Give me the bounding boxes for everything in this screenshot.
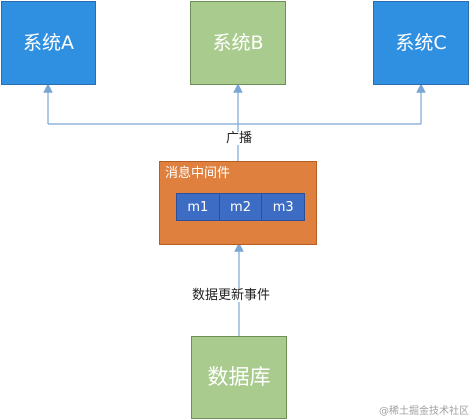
database-label: 数据库 xyxy=(207,365,271,389)
queue-message-m3: m3 xyxy=(272,199,294,215)
queue-message-m2: m2 xyxy=(220,194,263,220)
database-node: 数据库 xyxy=(191,336,287,419)
system-b-label: 系统B xyxy=(212,31,264,54)
system-c-node: 系统C xyxy=(373,1,469,85)
watermark-text: @稀土掘金技术社区 xyxy=(379,406,469,417)
message-queue: m1 m2 m3 xyxy=(176,193,305,221)
system-b-node: 系统B xyxy=(190,1,286,85)
system-a-node: 系统A xyxy=(1,1,96,85)
broadcast-label: 广播 xyxy=(224,131,255,146)
middleware-title: 消息中间件 xyxy=(165,166,231,181)
message-middleware-node: 消息中间件 m1 m2 m3 xyxy=(159,161,317,245)
data-update-event-label: 数据更新事件 xyxy=(190,288,273,303)
system-a-label: 系统A xyxy=(23,31,74,54)
queue-message-m1: m1 xyxy=(177,194,220,220)
system-c-label: 系统C xyxy=(395,31,447,54)
